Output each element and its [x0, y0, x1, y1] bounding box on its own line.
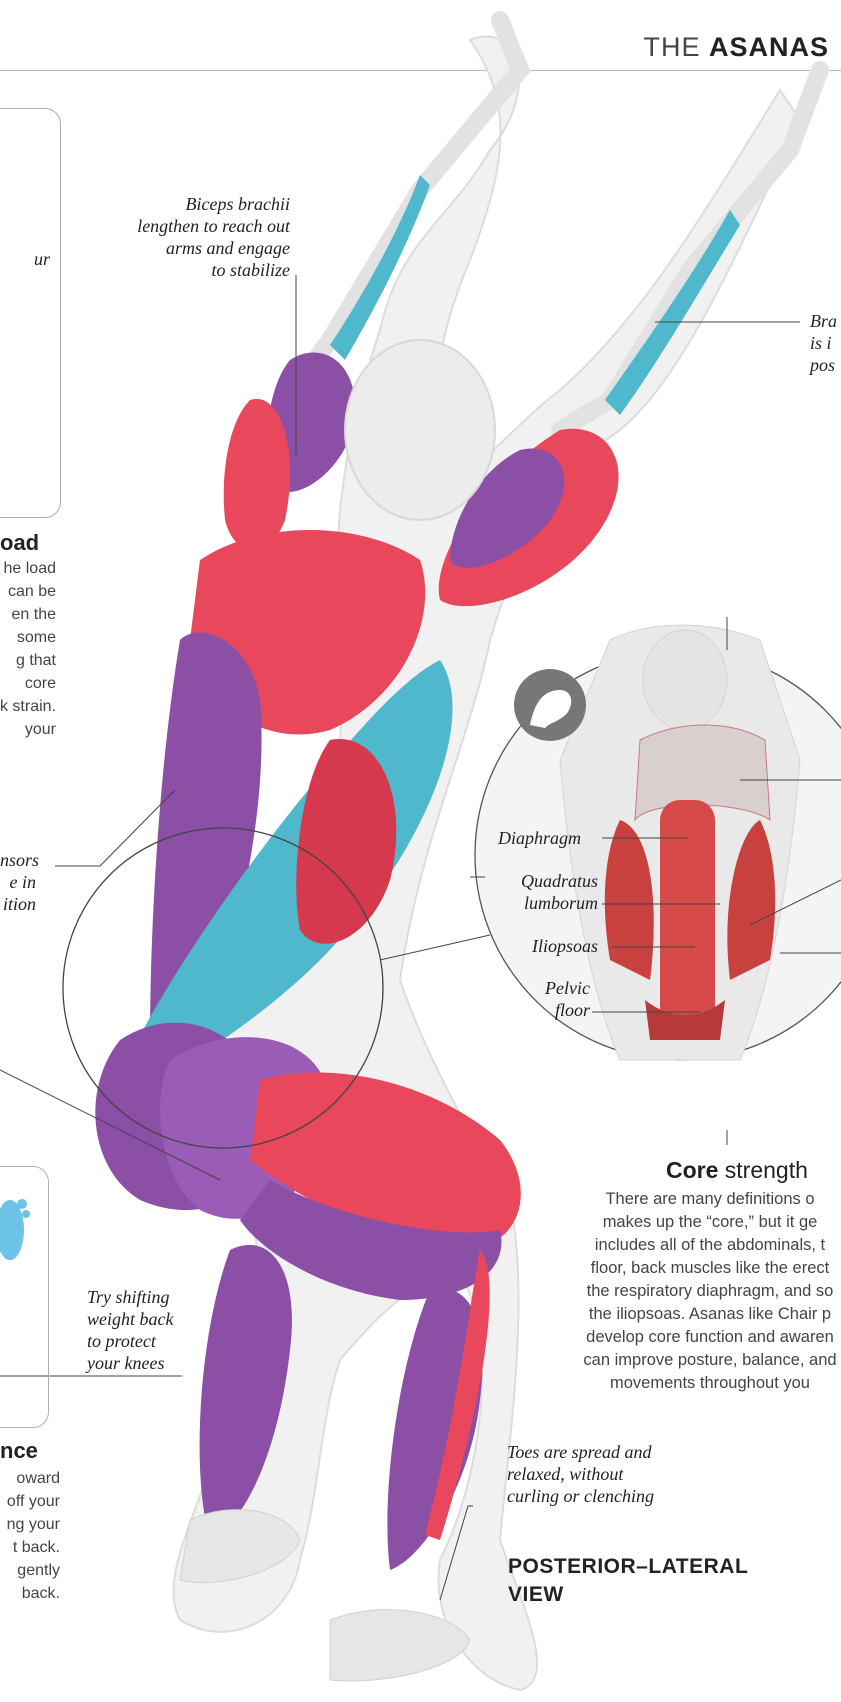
label-shift-line: your knees: [87, 1352, 173, 1374]
label-shift-line: to protect: [87, 1330, 173, 1352]
label-biceps: Biceps brachii lengthen to reach out arm…: [100, 193, 290, 281]
side-balance-line: ng your: [0, 1513, 60, 1536]
label-quadratus-line: Quadratus: [498, 870, 598, 892]
label-erector-cut: nsors e in ition: [0, 849, 36, 915]
core-rectus-abdominis: [660, 800, 715, 1040]
label-brachialis-cut: Bra is i pos: [810, 310, 837, 376]
core-head: [643, 630, 727, 730]
label-shift-weight: Try shifting weight back to protect your…: [87, 1286, 173, 1374]
label-quadratus-line: lumborum: [498, 892, 598, 914]
label-pelvic-line: floor: [500, 999, 590, 1021]
label-toes-line: Toes are spread and: [507, 1441, 654, 1463]
core-line: movements throughout you: [520, 1372, 841, 1395]
side-balance-line: t back.: [0, 1536, 60, 1559]
core-line: develop core function and awaren: [520, 1326, 841, 1349]
core-title-rest: strength: [718, 1157, 808, 1183]
side-load-text: he load can be en the some g that core k…: [0, 557, 56, 741]
foot-icon: [0, 1190, 40, 1270]
label-biceps-line: arms and engage: [100, 237, 290, 259]
label-erector-line: nsors: [0, 849, 36, 871]
core-line: floor, back muscles like the erect: [520, 1257, 841, 1280]
side-load-title: oad: [0, 530, 39, 556]
label-pelvic: Pelvic floor: [500, 977, 590, 1021]
side-balance-line: oward: [0, 1467, 60, 1490]
core-strength-title: Core strength: [666, 1157, 808, 1184]
label-pelvic-line: Pelvic: [500, 977, 590, 999]
side-balance-line: off your: [0, 1490, 60, 1513]
label-erector-line: e in: [0, 871, 36, 893]
core-line: makes up the “core,” but it ge: [520, 1211, 841, 1234]
view-title-line2: VIEW: [508, 1581, 748, 1609]
side-balance-line: back.: [0, 1582, 60, 1605]
head: [345, 340, 495, 520]
label-shift-line: weight back: [87, 1308, 173, 1330]
view-title: POSTERIOR–LATERAL VIEW: [508, 1553, 748, 1609]
label-brachialis-line: pos: [810, 354, 837, 376]
label-toes: Toes are spread and relaxed, without cur…: [507, 1441, 654, 1507]
side-load-line: g that: [0, 649, 56, 672]
label-biceps-line: Biceps brachii: [100, 193, 290, 215]
side-load-line: some: [0, 626, 56, 649]
side-balance-text: oward off your ng your t back. gently ba…: [0, 1467, 60, 1605]
label-biceps-line: lengthen to reach out: [100, 215, 290, 237]
side-balance-line: gently: [0, 1559, 60, 1582]
label-iliopsoas: Iliopsoas: [532, 935, 598, 957]
core-title-bold: Core: [666, 1157, 718, 1183]
label-toes-line: relaxed, without: [507, 1463, 654, 1485]
side-load-line: can be: [0, 580, 56, 603]
label-brachialis-line: Bra: [810, 310, 837, 332]
side-load-line: en the: [0, 603, 56, 626]
side-load-line: he load: [0, 557, 56, 580]
core-line: the respiratory diaphragm, and so: [520, 1280, 841, 1303]
label-toes-line: curling or clenching: [507, 1485, 654, 1507]
side-balance-title: nce: [0, 1438, 38, 1464]
left-box-cut-text: ur: [34, 248, 50, 270]
core-line: There are many definitions o: [520, 1188, 841, 1211]
label-shift-line: Try shifting: [87, 1286, 173, 1308]
side-load-line: core: [0, 672, 56, 695]
core-line: can improve posture, balance, and: [520, 1349, 841, 1372]
core-line: the iliopsoas. Asanas like Chair p: [520, 1303, 841, 1326]
side-load-line: k strain.: [0, 695, 56, 718]
core-strength-text: There are many definitions o makes up th…: [520, 1188, 841, 1395]
view-title-line1: POSTERIOR–LATERAL: [508, 1553, 748, 1581]
label-biceps-line: to stabilize: [100, 259, 290, 281]
label-quadratus: Quadratus lumborum: [498, 870, 598, 914]
label-diaphragm: Diaphragm: [498, 827, 581, 849]
brachialis-cyan: [605, 210, 740, 415]
core-line: includes all of the abdominals, t: [520, 1234, 841, 1257]
upper-arm-red-left: [224, 399, 290, 550]
label-brachialis-line: is i: [810, 332, 837, 354]
left-info-box-top: [0, 108, 61, 518]
label-erector-line: ition: [0, 893, 36, 915]
side-load-line: your: [0, 718, 56, 741]
